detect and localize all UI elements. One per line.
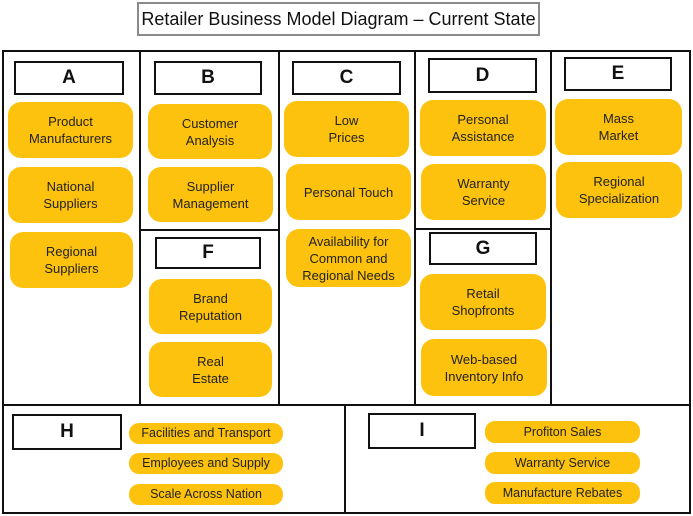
- block-a-item: Product Manufacturers: [8, 102, 133, 158]
- block-a-label: A: [14, 61, 124, 95]
- block-h-item: Facilities and Transport: [129, 423, 283, 444]
- block-h-item: Scale Across Nation: [129, 484, 283, 505]
- diagram-title: Retailer Business Model Diagram – Curren…: [137, 2, 540, 36]
- divider-bf: [139, 229, 280, 231]
- block-d-item: Personal Assistance: [420, 100, 546, 156]
- block-i-item: Profiton Sales: [485, 421, 640, 443]
- block-f-item: Real Estate: [149, 342, 272, 397]
- divider-dg: [414, 228, 552, 230]
- diagram-frame: [2, 50, 691, 514]
- block-b-item: Supplier Management: [148, 167, 273, 222]
- block-i-item: Warranty Service: [485, 452, 640, 474]
- block-i-item: Manufacture Rebates: [485, 482, 640, 504]
- block-c-item: Personal Touch: [286, 164, 411, 220]
- divider-cd: [414, 50, 416, 404]
- divider-ab: [139, 50, 141, 404]
- block-i-label: I: [368, 413, 476, 449]
- block-d-label: D: [428, 58, 537, 93]
- block-g-label: G: [429, 232, 537, 265]
- divider-bc: [278, 50, 280, 404]
- block-g-item: Retail Shopfronts: [420, 274, 546, 330]
- block-c-label: C: [292, 61, 401, 95]
- block-d-item: Warranty Service: [421, 164, 546, 220]
- divider-hi: [344, 404, 346, 514]
- block-h-item: Employees and Supply: [129, 453, 283, 474]
- block-c-item: Availability for Common and Regional Nee…: [286, 229, 411, 287]
- block-c-item: Low Prices: [284, 101, 409, 157]
- divider-de: [550, 50, 552, 404]
- block-e-label: E: [564, 57, 672, 91]
- divider-bottom-row: [2, 404, 691, 406]
- block-e-item: Regional Specialization: [556, 162, 682, 218]
- block-a-item: National Suppliers: [8, 167, 133, 223]
- block-g-item: Web-based Inventory Info: [421, 339, 547, 396]
- block-b-item: Customer Analysis: [148, 104, 272, 159]
- block-b-label: B: [154, 61, 262, 95]
- block-e-item: Mass Market: [555, 99, 682, 155]
- block-h-label: H: [12, 414, 122, 450]
- block-f-item: Brand Reputation: [149, 279, 272, 334]
- block-a-item: Regional Suppliers: [10, 232, 133, 288]
- block-f-label: F: [155, 237, 261, 269]
